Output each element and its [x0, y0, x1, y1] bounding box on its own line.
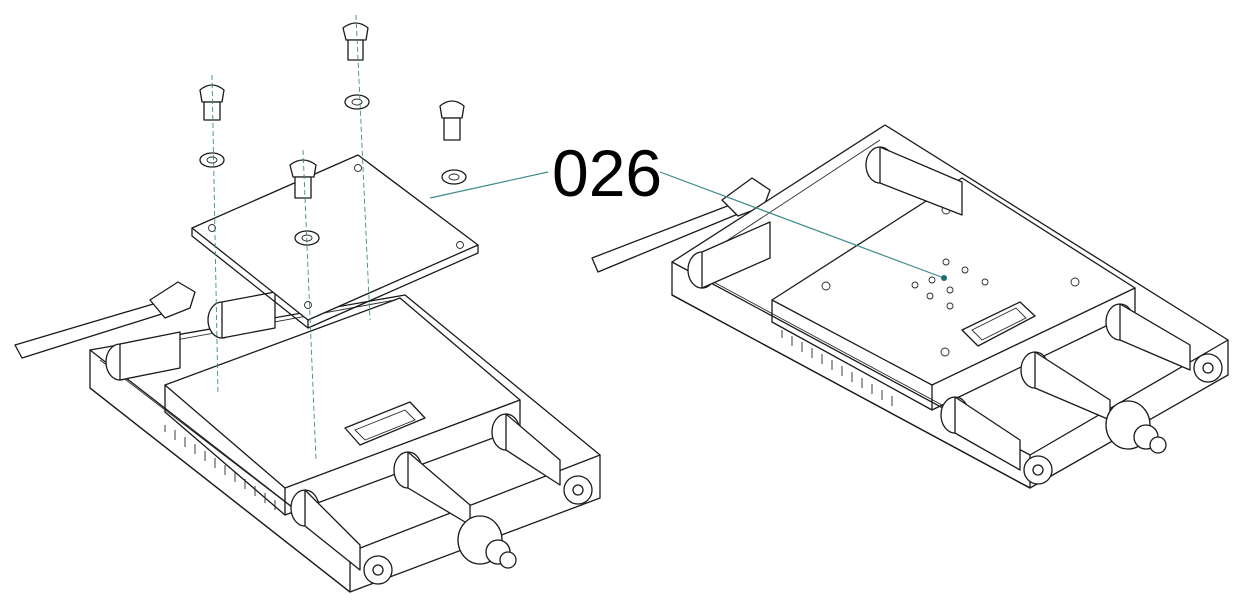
adjust-knob-right	[1105, 400, 1167, 454]
callout-label: 026	[552, 136, 662, 210]
adjust-knob-left	[457, 515, 517, 569]
left-assembly-exploded	[14, 14, 601, 593]
rollers-right	[687, 146, 1191, 471]
end-caps-right	[1023, 353, 1223, 485]
slide-block-left	[164, 297, 521, 516]
clamp-lever-left	[14, 281, 196, 359]
callout-026: 026	[429, 136, 947, 281]
leader-target-dot	[941, 275, 947, 281]
washers-left	[199, 94, 467, 246]
end-caps-left	[363, 475, 593, 585]
rollers-left	[105, 291, 561, 571]
screws-left	[199, 22, 465, 199]
right-assembly	[591, 124, 1229, 489]
leader-line-to-right-assembly	[659, 171, 945, 279]
leader-line-to-plate	[429, 171, 549, 199]
assembly-axes-left	[211, 14, 371, 461]
